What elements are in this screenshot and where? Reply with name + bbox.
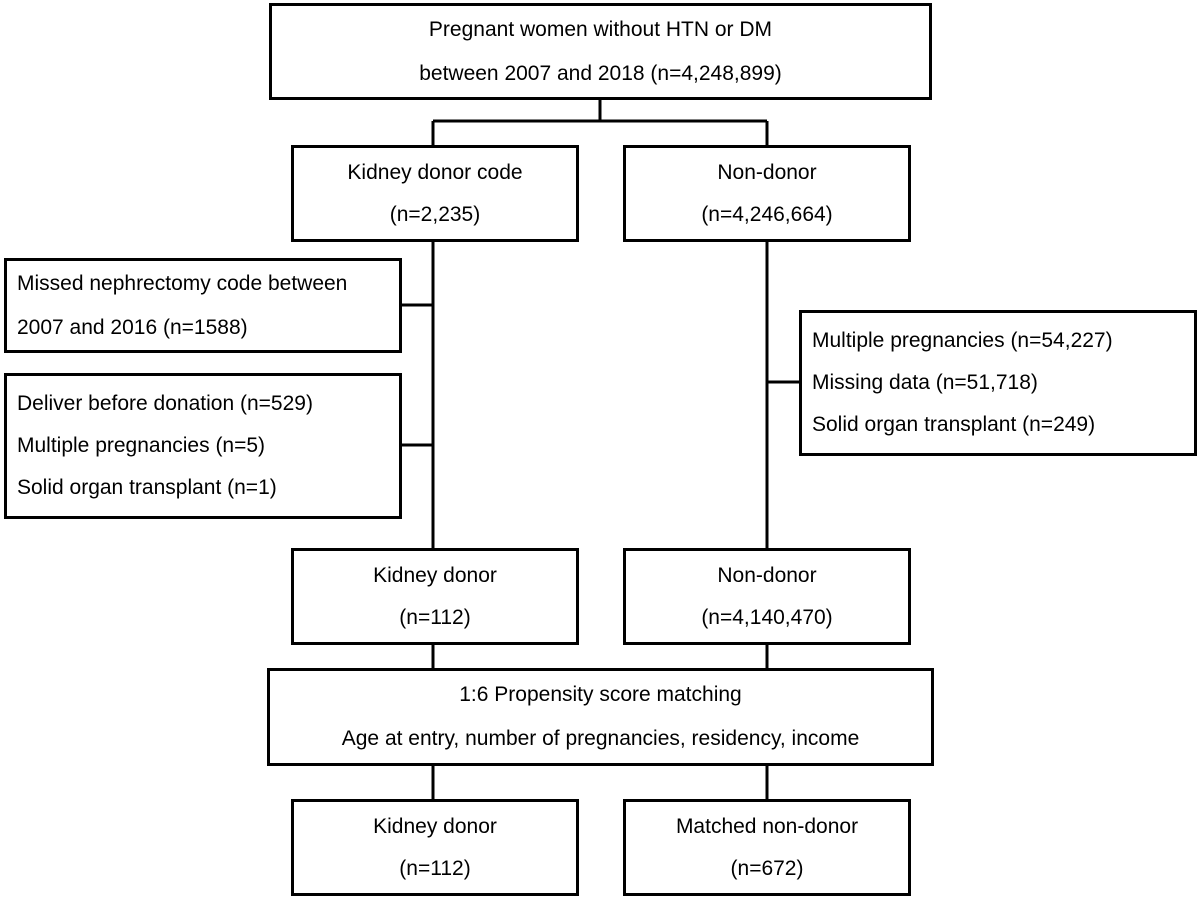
non-donor-multiple-pregnancies: Multiple pregnancies (n=54,227) <box>812 329 1113 352</box>
matched-non-donor-label: Matched non-donor <box>675 814 859 838</box>
propensity-matching-box: 1:6 Propensity score matching Age at ent… <box>267 668 934 766</box>
matched-non-donor-count: (n=672) <box>730 856 804 880</box>
non-donor-solid-organ-transplant: Solid organ transplant (n=249) <box>812 413 1096 436</box>
non-donor-label: Non-donor <box>717 160 817 184</box>
kidney-donor-label: Kidney donor <box>373 563 497 587</box>
final-kidney-donor-label: Kidney donor <box>373 814 497 838</box>
non-donor-eligible-count: (n=4,140,470) <box>701 605 833 629</box>
population-line-1: Pregnant women without HTN or DM <box>428 17 773 41</box>
population-box: Pregnant women without HTN or DM between… <box>269 3 932 100</box>
matching-title: 1:6 Propensity score matching <box>459 683 742 706</box>
matching-covariates: Age at entry, number of pregnancies, res… <box>341 727 860 750</box>
matched-non-donor-box: Matched non-donor (n=672) <box>623 799 911 896</box>
population-line-2: between 2007 and 2018 (n=4,248,899) <box>419 61 782 85</box>
non-donor-eligible-label: Non-donor <box>717 563 817 587</box>
kidney-donor-code-box: Kidney donor code (n=2,235) <box>291 145 579 242</box>
non-donor-missing-data: Missing data (n=51,718) <box>812 371 1038 394</box>
kidney-donor-code-label: Kidney donor code <box>347 160 523 184</box>
kidney-donor-box: Kidney donor (n=112) <box>291 548 579 645</box>
deliver-before-donation: Deliver before donation (n=529) <box>17 392 313 415</box>
donor-solid-organ-transplant: Solid organ transplant (n=1) <box>17 476 277 499</box>
final-kidney-donor-box: Kidney donor (n=112) <box>291 799 579 896</box>
non-donor-count: (n=4,246,664) <box>701 202 833 226</box>
missed-nephrectomy-exclusion-box: Missed nephrectomy code between 2007 and… <box>4 258 402 353</box>
non-donor-box: Non-donor (n=4,246,664) <box>623 145 911 242</box>
non-donor-exclusion-box: Multiple pregnancies (n=54,227) Missing … <box>799 310 1197 456</box>
final-kidney-donor-count: (n=112) <box>399 856 471 880</box>
missed-nephrectomy-line-1: Missed nephrectomy code between <box>17 271 348 295</box>
non-donor-eligible-box: Non-donor (n=4,140,470) <box>623 548 911 645</box>
donor-multiple-pregnancies: Multiple pregnancies (n=5) <box>17 434 266 457</box>
donor-exclusion-box: Deliver before donation (n=529) Multiple… <box>4 373 402 519</box>
kidney-donor-count: (n=112) <box>399 605 471 629</box>
kidney-donor-code-count: (n=2,235) <box>389 202 481 226</box>
missed-nephrectomy-line-2: 2007 and 2016 (n=1588) <box>17 315 248 339</box>
